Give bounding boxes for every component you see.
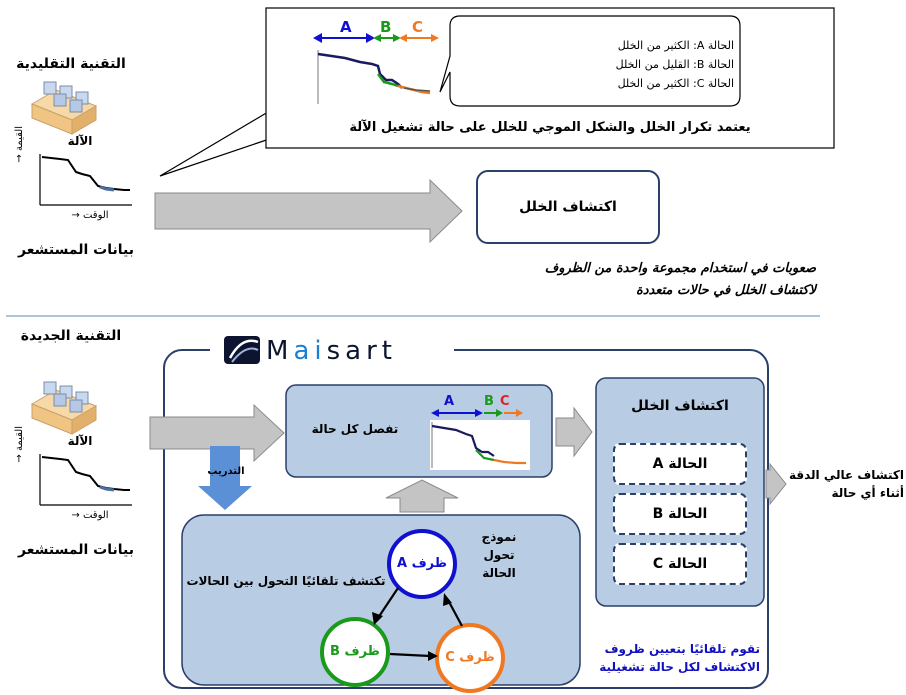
model-label-line-3: الحالة bbox=[482, 566, 516, 580]
callout-caption: يعتمد تكرار الخلل والشكل الموجي للخلل عل… bbox=[349, 120, 751, 135]
condition-c-circle bbox=[435, 623, 505, 693]
speech-bubble bbox=[439, 15, 741, 107]
auto-assign-line-2: الاكتشاف لكل حالة تشغيلية bbox=[599, 660, 760, 674]
x-axis-label-bottom: الوقت → bbox=[71, 510, 109, 521]
result-note: اكتشاف عالي الدقة أثناء أي حالة bbox=[784, 466, 904, 502]
machine-icon-top bbox=[30, 81, 98, 135]
machine-label-bottom: الآلة bbox=[67, 434, 93, 448]
callout-state-a: الحالة A: الكثير من الخلل bbox=[617, 39, 734, 52]
model-label-line-2: تحول bbox=[483, 548, 515, 562]
condition-a-label: ظرف A bbox=[396, 556, 448, 571]
sensor-data-label-bottom: بيانات المستشعر bbox=[18, 542, 134, 558]
machine-label-top: الآلة bbox=[67, 134, 93, 148]
condition-a-circle bbox=[387, 529, 457, 599]
y-axis-label-bottom: القيمة → bbox=[14, 426, 25, 463]
condition-b-circle bbox=[320, 617, 390, 687]
arrow-to-detection bbox=[555, 406, 593, 458]
callout-state-list: الحالة A: الكثير من الخلل الحالة B: القل… bbox=[462, 36, 734, 93]
sensor-data-label-top: بيانات المستشعر bbox=[18, 242, 134, 258]
condition-b-label: ظرف B bbox=[330, 644, 380, 659]
callout-state-c: الحالة C: الكثير من الخلل bbox=[617, 77, 734, 90]
arrow-output bbox=[765, 462, 787, 506]
training-arrow bbox=[198, 446, 252, 510]
callout-joint bbox=[268, 112, 282, 132]
maisart-logo-icon bbox=[224, 336, 260, 364]
transition-model-label: نموذج تحول الحالة bbox=[468, 528, 530, 582]
callout-waveform bbox=[313, 33, 439, 104]
result-line-2: أثناء أي حالة bbox=[831, 486, 904, 500]
callout-letter-a: A bbox=[340, 18, 352, 36]
state-b-box: الحالة B bbox=[613, 493, 747, 535]
difficulty-note: صعوبات في استخدام مجموعة واحدة من الظروف… bbox=[420, 258, 816, 302]
mini-letter-c: C bbox=[500, 394, 510, 409]
arrow-top-main bbox=[154, 178, 463, 244]
transition-c-a bbox=[447, 599, 463, 627]
maisart-brand: Maisart bbox=[266, 336, 397, 366]
difficulty-line-2: لاكتشاف الخلل في حالات متعددة bbox=[635, 283, 816, 298]
mini-letter-b: B bbox=[484, 394, 494, 409]
machine-icon-bottom bbox=[30, 381, 98, 435]
state-c-box: الحالة C bbox=[613, 543, 747, 585]
detection-box-top: اكتشاف الخلل bbox=[476, 170, 660, 244]
mini-letter-a: A bbox=[444, 394, 455, 409]
condition-c-label: ظرف C bbox=[445, 650, 495, 665]
model-label-line-1: نموذج bbox=[481, 530, 517, 544]
result-line-1: اكتشاف عالي الدقة bbox=[788, 468, 904, 482]
difficulty-line-1: صعوبات في استخدام مجموعة واحدة من الظروف bbox=[544, 261, 816, 276]
training-label: التدريب bbox=[207, 466, 245, 477]
arrow-input bbox=[149, 403, 285, 463]
maisart-title-gap bbox=[210, 342, 454, 360]
arrow-up bbox=[385, 479, 459, 513]
x-axis-label-top: الوقت → bbox=[71, 210, 109, 221]
top-sensor-plot bbox=[39, 154, 132, 206]
auto-assign-note: تقوم تلقائيًا بتعيين ظروف الاكتشاف لكل ح… bbox=[560, 640, 760, 676]
auto-transition-label: تكتشف تلقائيًا التحول بين الحالات bbox=[186, 574, 386, 588]
callout-letter-b: B bbox=[380, 18, 392, 36]
callout-letter-c: C bbox=[412, 18, 424, 36]
state-a-box: الحالة A bbox=[613, 443, 747, 485]
transition-b-c bbox=[389, 652, 431, 658]
bottom-sensor-plot bbox=[39, 454, 132, 506]
transition-a-b bbox=[377, 587, 399, 619]
new-tech-title: التقنية الجديدة bbox=[20, 328, 122, 344]
detection-title: اكتشاف الخلل bbox=[631, 398, 729, 414]
traditional-title: التقنية التقليدية bbox=[16, 56, 126, 72]
auto-assign-line-1: تقوم تلقائيًا بتعيين ظروف bbox=[604, 642, 760, 656]
y-axis-label-top: القيمة → bbox=[14, 126, 25, 163]
callout-state-b: الحالة B: القليل من الخلل bbox=[615, 58, 734, 71]
mini-waveform bbox=[430, 409, 530, 470]
separate-label: تفصل كل حالة bbox=[311, 422, 399, 436]
